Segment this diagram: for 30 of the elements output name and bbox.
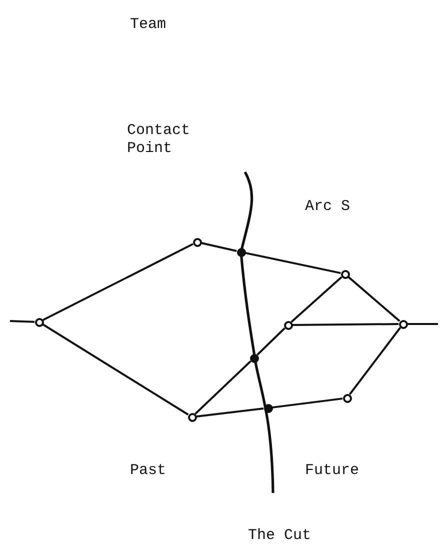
arc-label: Arc S: [305, 198, 350, 216]
connector-line: [42, 324, 189, 416]
open-circle: [192, 238, 202, 246]
open-circle: [34, 318, 44, 326]
team-label: Team: [130, 16, 166, 34]
filled-dot: [236, 248, 246, 256]
filled-dot: [250, 354, 258, 362]
connector-line: [10, 320, 35, 323]
connector-line: [245, 252, 341, 274]
connector-line: [256, 327, 286, 356]
open-circle: [188, 412, 196, 422]
connector-line: [348, 276, 400, 322]
connector-line: [196, 408, 264, 418]
connector-line: [292, 323, 398, 326]
connector-line: [290, 276, 342, 323]
connector-line: [348, 326, 402, 396]
open-circle: [398, 320, 408, 328]
region-label: Future: [305, 462, 360, 480]
cut-label: The Cut: [248, 527, 312, 545]
open-circle: [284, 320, 292, 330]
connector-line: [201, 242, 237, 252]
connector-line: [408, 323, 438, 325]
connector-line: [194, 360, 252, 415]
open-circle: [340, 270, 350, 278]
connector-line: [42, 243, 194, 321]
region-label: Contact Point: [127, 122, 192, 158]
open-circle: [342, 394, 352, 402]
region-label: Past: [130, 462, 166, 480]
connector-line: [272, 398, 343, 408]
filled-dot: [264, 404, 272, 412]
